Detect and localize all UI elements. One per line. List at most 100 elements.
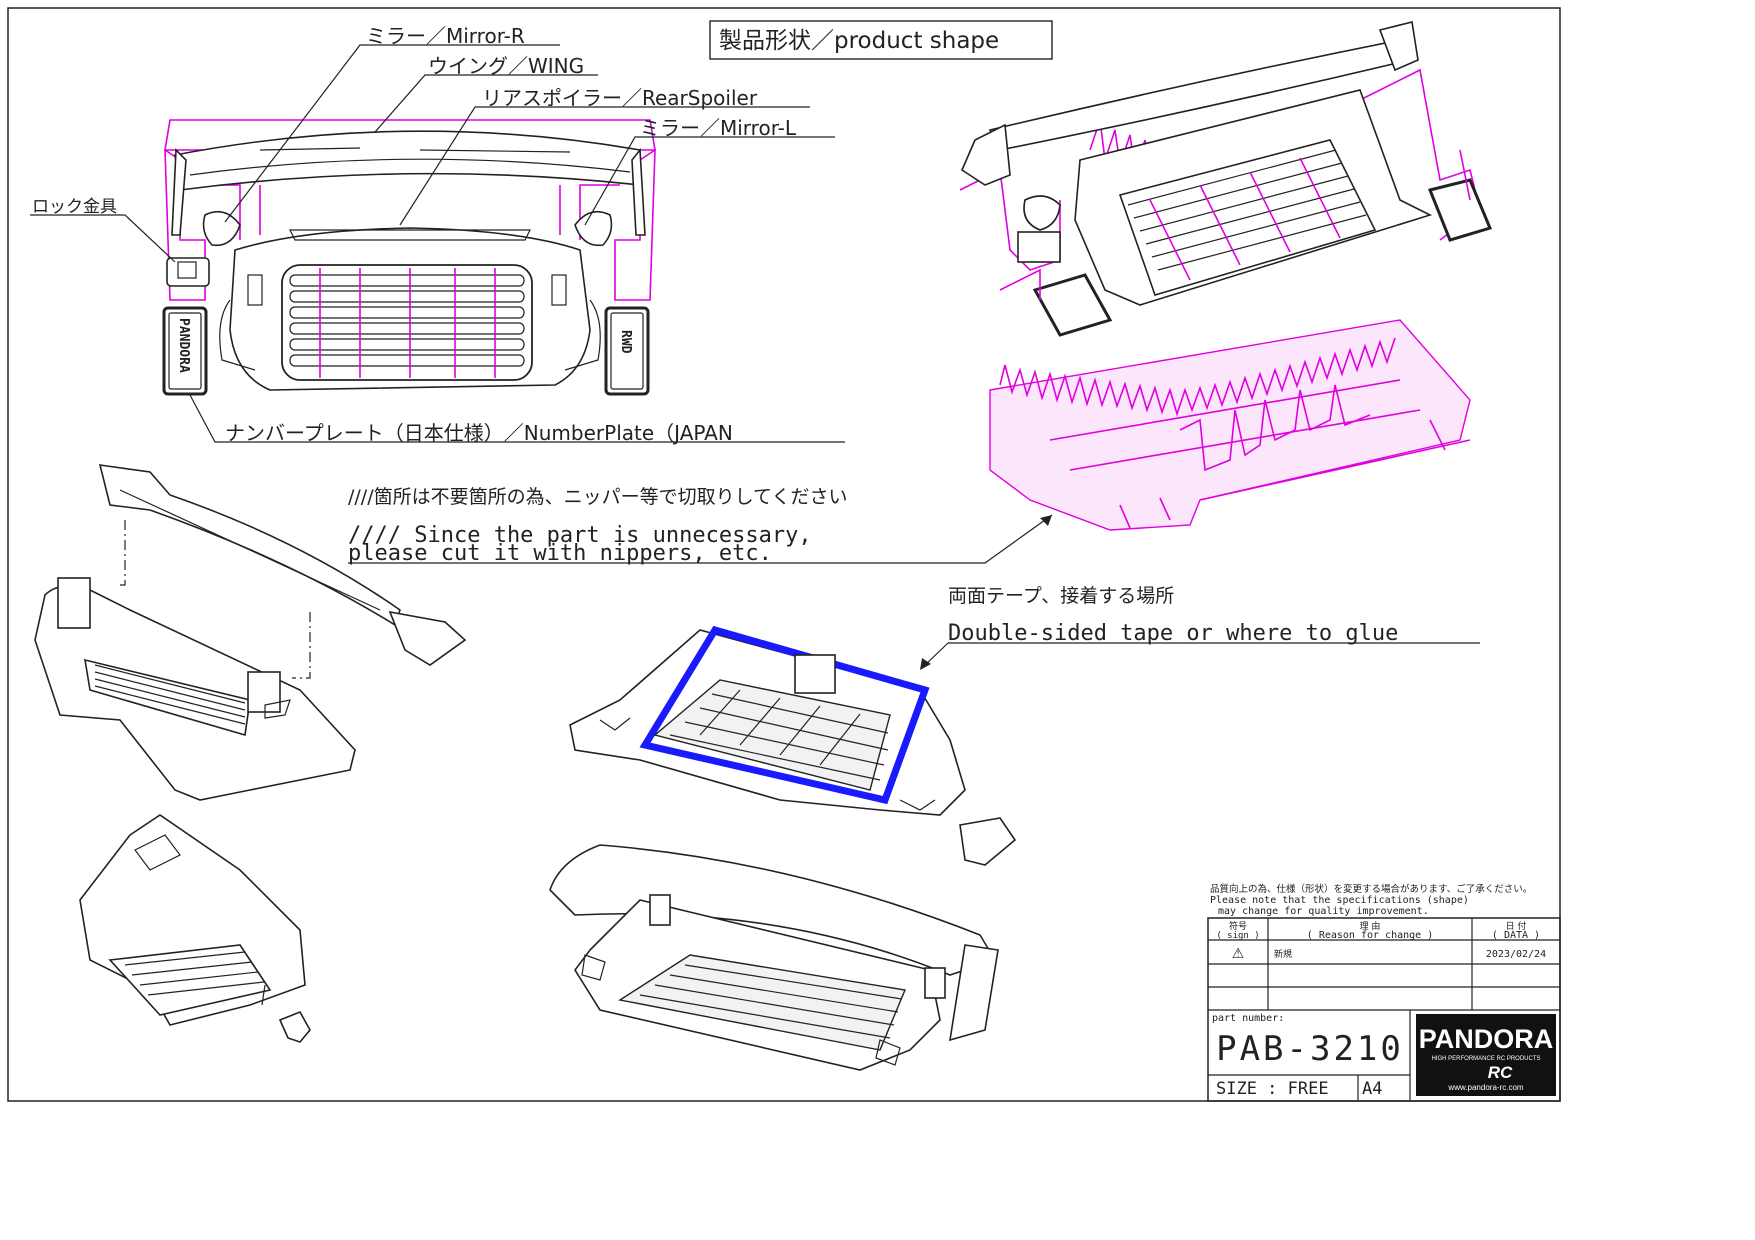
logo-url: www.pandora-rc.com bbox=[1447, 1083, 1523, 1092]
cut-note-en-1: //// Since the part is unnecessary, bbox=[348, 523, 812, 548]
exploded-wing-edge bbox=[119, 489, 381, 611]
part-number-label: part number: bbox=[1212, 1013, 1284, 1024]
glue-tape-outline bbox=[639, 625, 930, 805]
drawing-sheet: 製品形状／product shape bbox=[7, 7, 1561, 1102]
mirror-r-part bbox=[202, 210, 241, 247]
exploded-mount-right bbox=[247, 671, 281, 713]
title-text: 製品形状／product shape bbox=[719, 28, 999, 54]
number-plate-left: PANDORA bbox=[162, 306, 208, 396]
leader-mirror-r bbox=[224, 44, 560, 223]
part-grid bbox=[1208, 1010, 1411, 1101]
notice-en-2: may change for quality improvement. bbox=[1218, 906, 1429, 917]
wing-part bbox=[174, 130, 641, 191]
logo-sub: HIGH PERFORMANCE RC PRODUCTS bbox=[1431, 1056, 1540, 1062]
lock-key-part bbox=[278, 1010, 311, 1043]
iso-wing-endplate-r bbox=[1378, 21, 1419, 72]
guide-line-left bbox=[118, 520, 126, 586]
iso-plate-right bbox=[1427, 178, 1493, 242]
front-view: PANDORA RWD ミラー／Mirror-R ウイング／WING リアスポイ… bbox=[30, 24, 845, 445]
wing-detail bbox=[259, 147, 571, 153]
rear-wing bbox=[549, 844, 997, 976]
leader-number-plate bbox=[189, 394, 845, 443]
glue-note: 両面テープ、接着する場所 Double-sided tape or where … bbox=[920, 585, 1480, 670]
underside-tab bbox=[134, 834, 181, 871]
exploded-assembly-view bbox=[34, 464, 467, 801]
mirror-l-part bbox=[574, 210, 613, 247]
row1-reason: 新規 bbox=[1274, 948, 1292, 960]
iso-grille-runners bbox=[1149, 157, 1341, 281]
exploded-vent bbox=[264, 699, 291, 719]
label-wing: ウイング／WING bbox=[428, 54, 584, 78]
glue-note-leader bbox=[921, 642, 1480, 669]
cut-note: ////箇所は不要箇所の為、ニッパー等で切取りしてください //// Since… bbox=[348, 486, 1053, 566]
exploded-wing-endplate bbox=[388, 610, 467, 666]
glue-note-arrowhead bbox=[920, 658, 931, 670]
label-mirror-r: ミラー／Mirror-R bbox=[366, 24, 525, 48]
runner-frame-detail bbox=[989, 319, 1471, 531]
title-box: 製品形状／product shape bbox=[709, 20, 1053, 60]
grille-runners bbox=[319, 268, 496, 378]
runner-base bbox=[989, 319, 1471, 531]
number-plate-right: RWD bbox=[604, 306, 650, 396]
cut-note-en-2: please cut it with nippers, etc. bbox=[348, 541, 772, 566]
glue-lock-mount bbox=[794, 654, 836, 694]
label-lock: ロック金具 bbox=[32, 197, 117, 217]
cut-note-jp: ////箇所は不要箇所の為、ニッパー等で切取りしてください bbox=[348, 486, 847, 508]
runner-rails bbox=[1049, 379, 1471, 501]
wing-endplate-left bbox=[171, 148, 187, 236]
cut-note-leader bbox=[348, 514, 1053, 564]
col-sign-jp: 符号 bbox=[1229, 920, 1247, 932]
side-vent-left bbox=[247, 274, 263, 306]
iso-view-with-runners bbox=[959, 21, 1493, 337]
leader-rear-spoiler bbox=[399, 106, 810, 226]
sheet-border bbox=[7, 7, 1561, 1102]
cut-note-arrowhead bbox=[1040, 515, 1052, 526]
glue-note-en: Double-sided tape or where to glue bbox=[948, 621, 1398, 646]
title-block: 品質向上の為、仕様（形状）を変更する場合があります、ご了承ください。 Pleas… bbox=[1207, 883, 1561, 1102]
glue-area-view bbox=[569, 625, 1017, 866]
rear-stay-right bbox=[924, 967, 946, 999]
col-reason-jp: 理 由 bbox=[1360, 920, 1381, 932]
underside-grille-slats bbox=[124, 951, 265, 996]
col-date-jp: 日 付 bbox=[1506, 921, 1527, 932]
exploded-mount-left bbox=[57, 577, 91, 629]
revision-grid bbox=[1208, 918, 1560, 1011]
lock-install-view bbox=[79, 814, 311, 1043]
lock-part bbox=[166, 257, 210, 287]
logo-rc: RC bbox=[1488, 1063, 1513, 1082]
wing-edge bbox=[189, 158, 631, 176]
col-sign-en: ( sign ) bbox=[1216, 931, 1259, 941]
notice-en-1: Please note that the specifications (sha… bbox=[1210, 895, 1469, 906]
runner-tab-misc bbox=[999, 149, 1471, 300]
leader-wing bbox=[374, 74, 598, 133]
plate-right-text: RWD bbox=[618, 330, 633, 354]
logo-bg bbox=[1416, 1014, 1556, 1096]
label-mirror-l: ミラー／Mirror-L bbox=[640, 116, 797, 140]
leader-mirror-l bbox=[584, 136, 835, 226]
logo-main: PANDORA bbox=[1419, 1024, 1554, 1054]
runner-inner bbox=[200, 184, 620, 240]
iso-plate-left bbox=[1032, 273, 1113, 337]
label-rear-spoiler: リアスポイラー／RearSpoiler bbox=[482, 86, 758, 110]
rear-vents bbox=[581, 954, 901, 1066]
notice-jp: 品質向上の為、仕様（形状）を変更する場合があります、ご了承ください。 bbox=[1210, 883, 1532, 895]
col-reason-en: ( Reason for change ) bbox=[1307, 930, 1433, 941]
glue-vents bbox=[599, 717, 936, 811]
runner-teeth-front bbox=[1179, 384, 1371, 472]
leader-lock bbox=[30, 214, 176, 263]
row1-date: 2023/02/24 bbox=[1486, 949, 1546, 960]
col-date-en: ( DATA ) bbox=[1492, 930, 1540, 941]
runner-teeth-back bbox=[999, 337, 1396, 417]
glue-grille bbox=[653, 679, 891, 791]
lock-arrow bbox=[261, 984, 266, 1006]
rear-iso-view bbox=[549, 844, 999, 1071]
spoiler-side-flares bbox=[219, 299, 601, 371]
rear-stay-left bbox=[649, 894, 671, 926]
iso-lock bbox=[1017, 231, 1061, 263]
glue-wing-tip bbox=[959, 817, 1017, 866]
warning-icon: ⚠ bbox=[1232, 946, 1245, 962]
side-vent-right bbox=[551, 274, 567, 306]
exploded-grille-slats bbox=[94, 664, 246, 725]
grille-slats bbox=[289, 274, 525, 367]
rear-grille-slats bbox=[639, 964, 903, 1039]
